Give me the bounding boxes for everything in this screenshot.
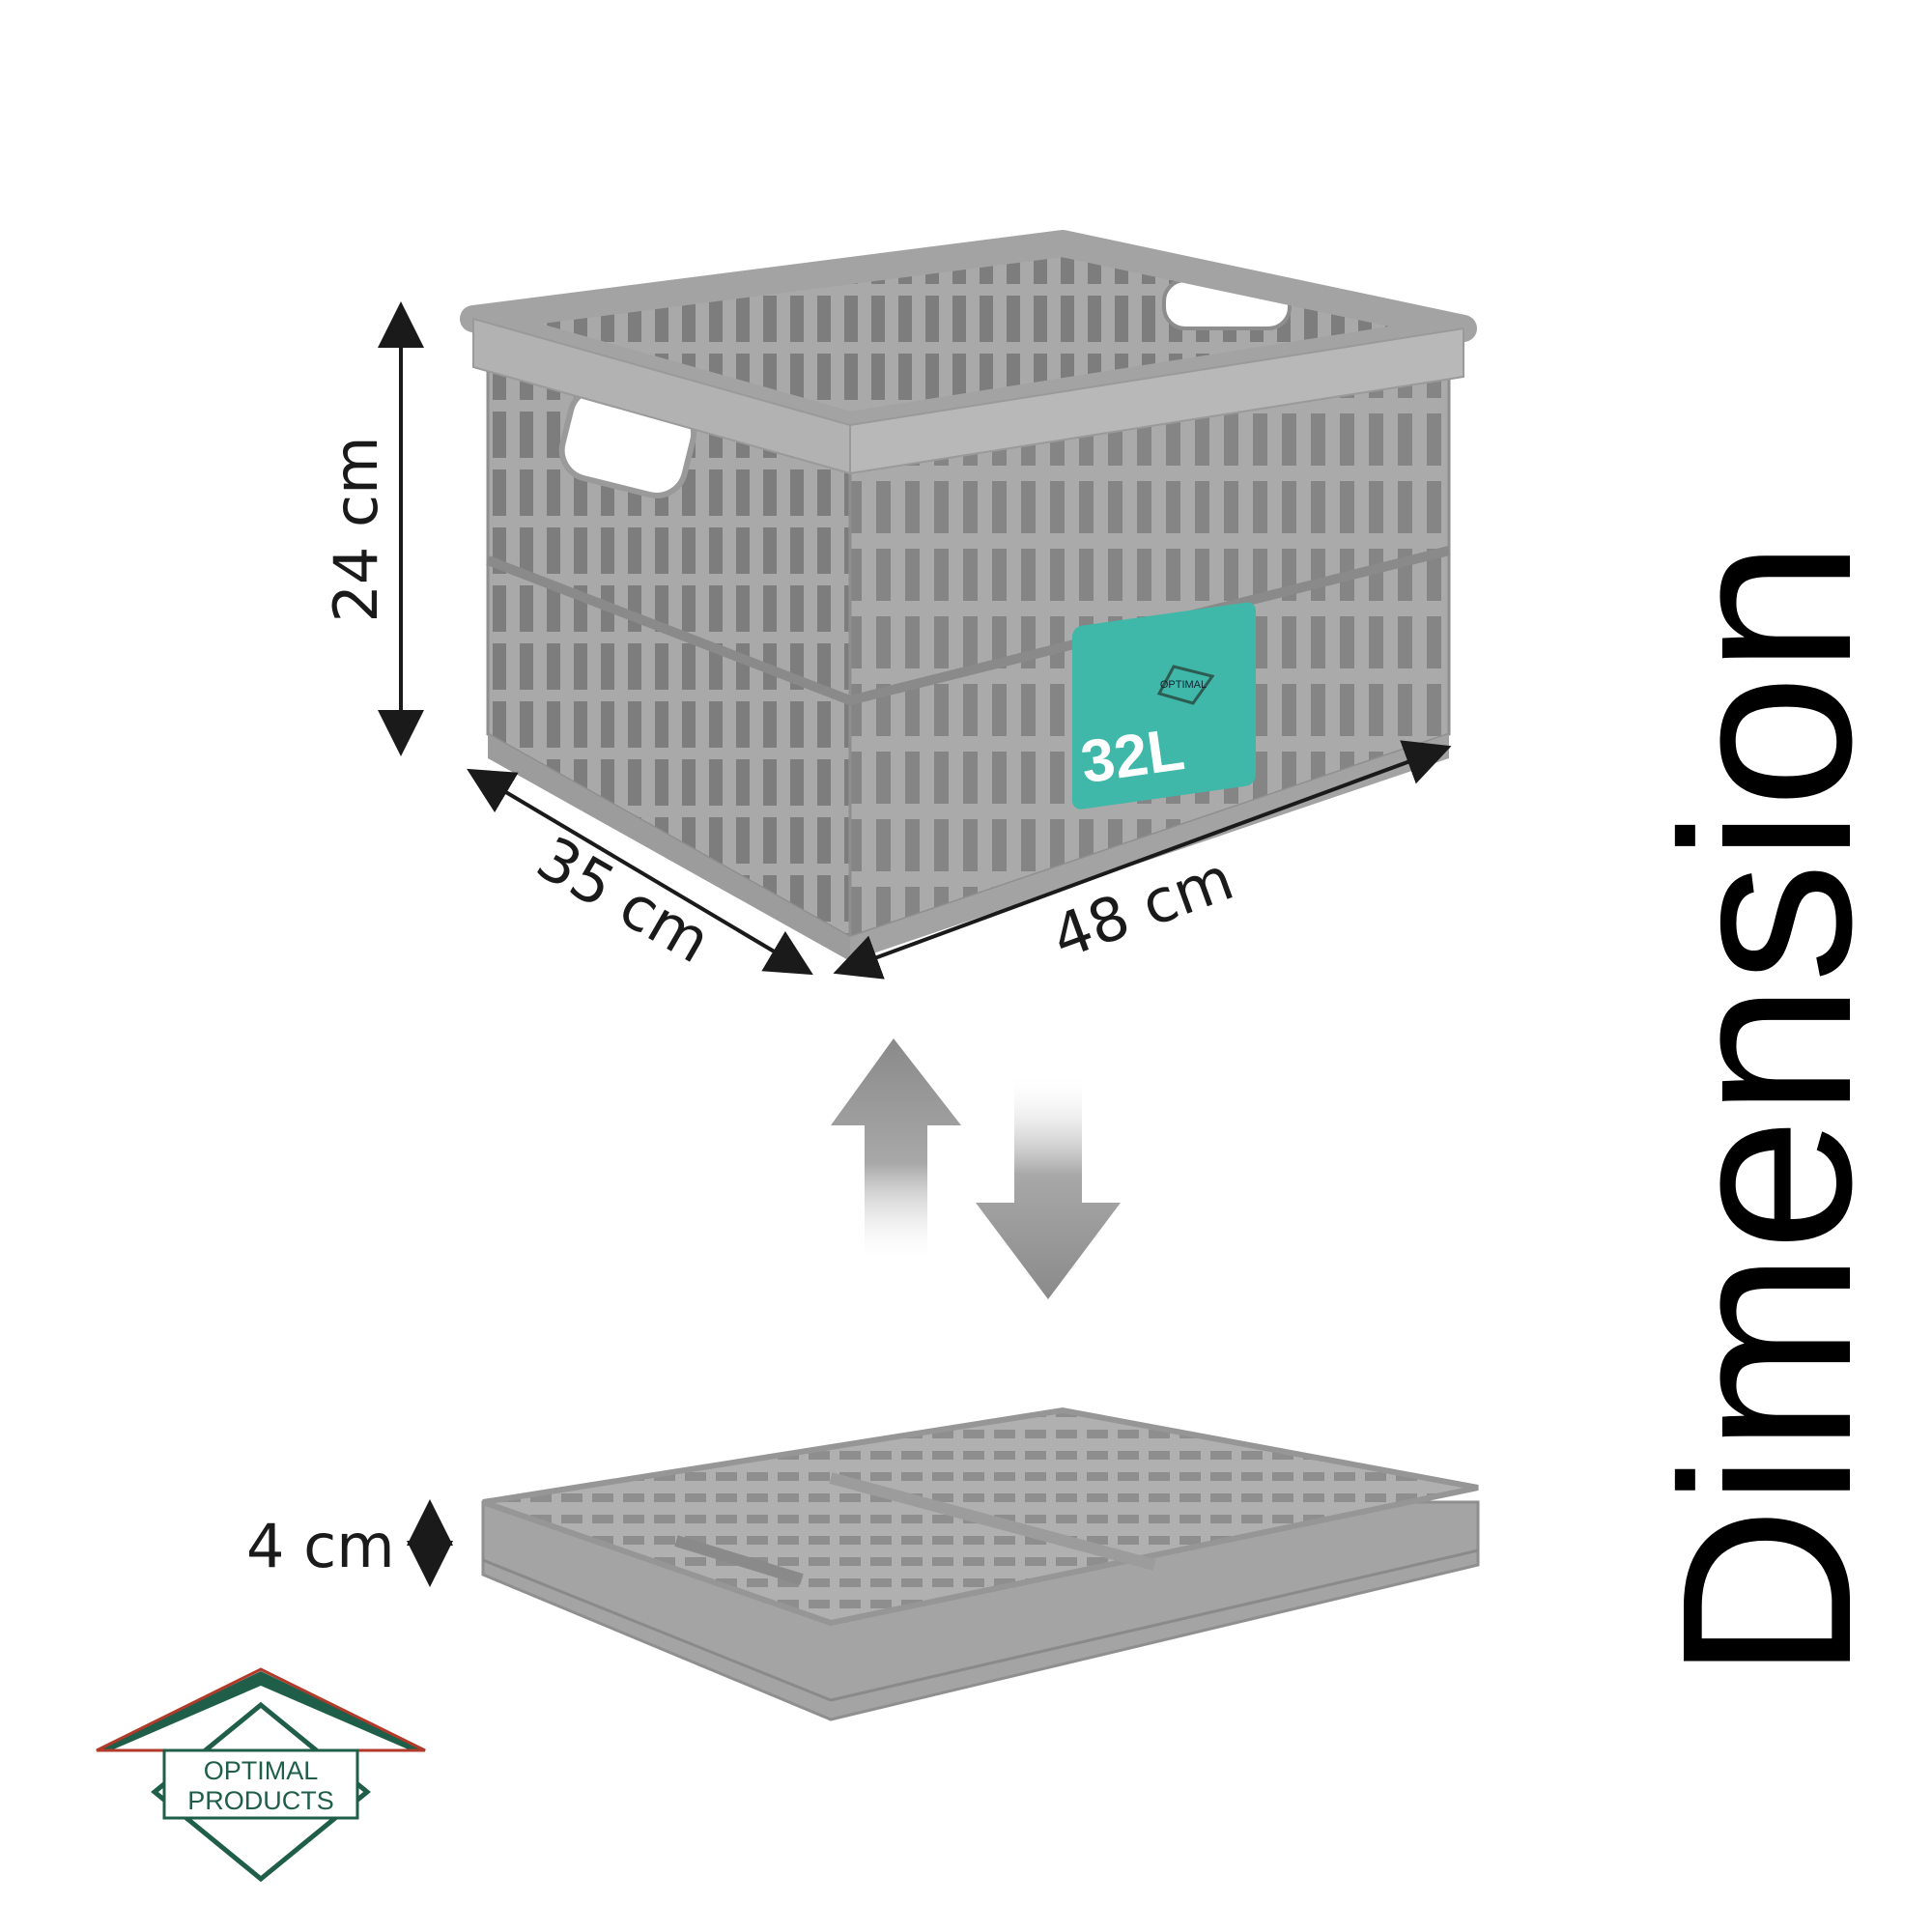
capacity-label: OPTIMAL 32L [1072, 602, 1256, 810]
folded-height-label: 4 cm [246, 1511, 395, 1581]
folded-crate-image [481, 1406, 1480, 1721]
capacity-value: 32L [1077, 716, 1188, 796]
dimension-arrow-icon [833, 740, 1452, 980]
label-logo-line1: OPTIMAL [1160, 679, 1207, 691]
brand-logo-line2: PRODUCTS [187, 1786, 334, 1815]
page-title: Dimension [1632, 540, 1901, 1681]
height-dimension: 24 cm [321, 301, 424, 756]
height-label: 24 cm [321, 436, 391, 622]
open-crate-image: OPTIMAL 32L [460, 230, 1477, 961]
folded-height-dimension: 4 cm [246, 1499, 453, 1587]
brand-logo-line1: OPTIMAL [204, 1756, 319, 1785]
dimension-arrow-icon [467, 768, 813, 976]
down-arrow-icon [976, 1072, 1121, 1299]
label-logo: OPTIMAL [1156, 665, 1215, 705]
up-arrow-icon [831, 1038, 961, 1265]
brand-logo: OPTIMAL PRODUCTS [96, 1667, 426, 1883]
